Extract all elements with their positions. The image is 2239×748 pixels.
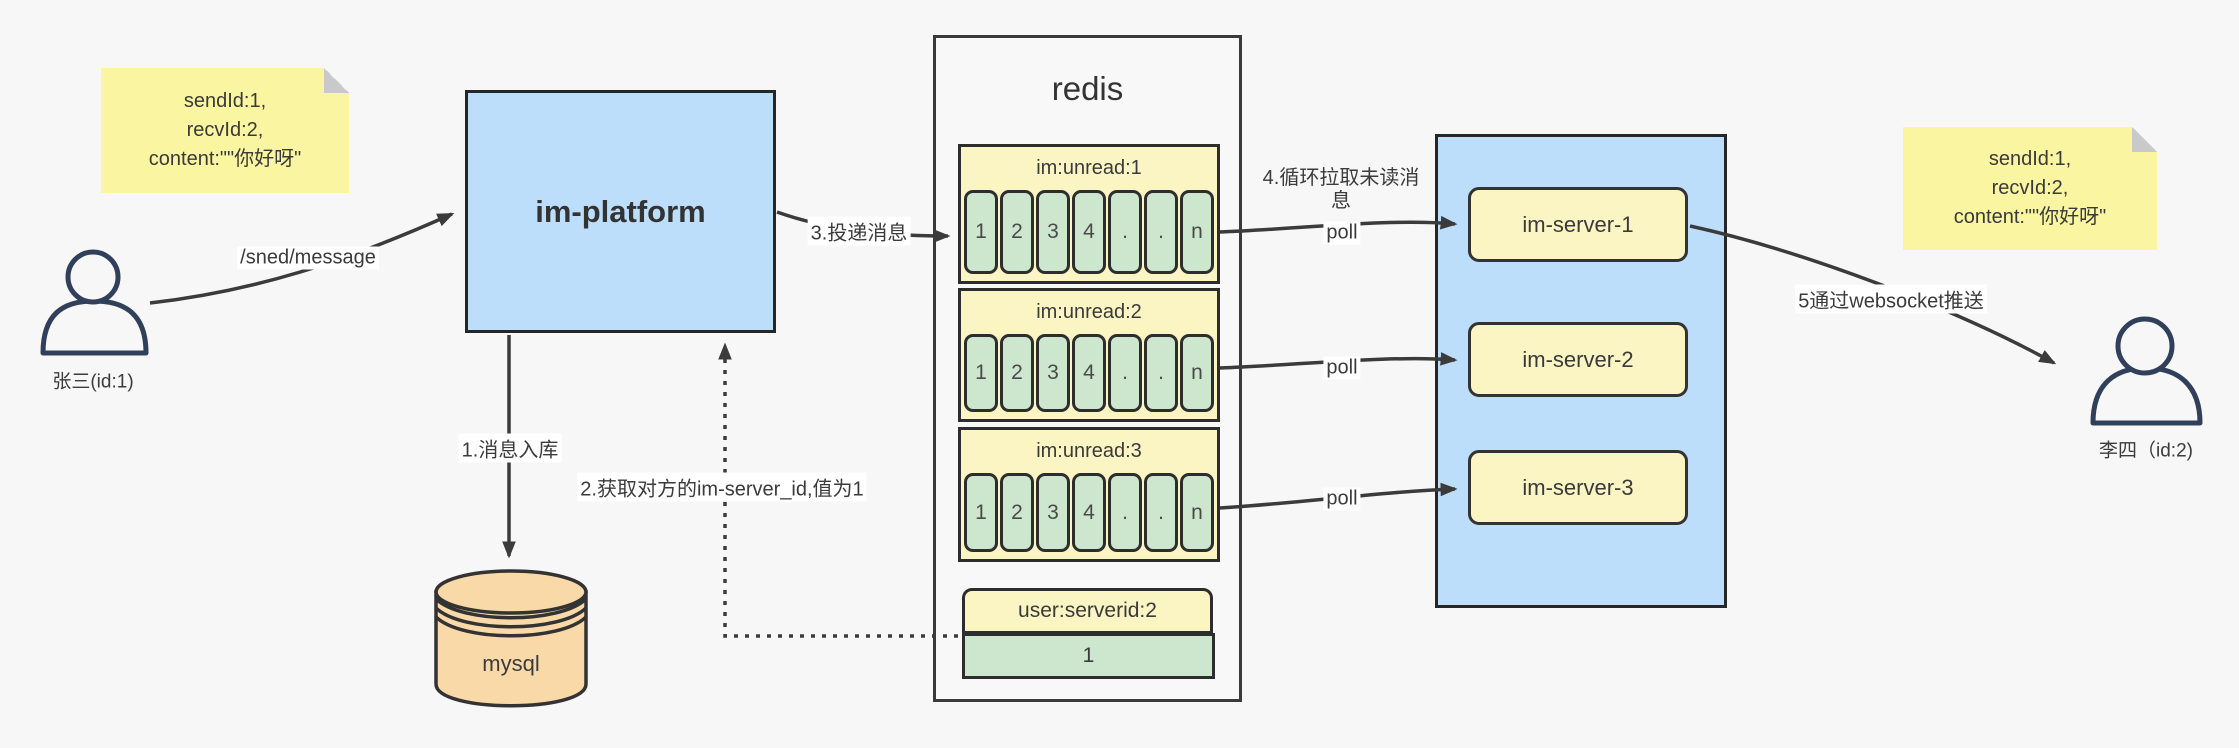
edge-label-poll-2: poll (1323, 356, 1361, 380)
sticky-note-left: sendId:1,recvId:2,content:""你好呀" (101, 68, 349, 193)
queue-cell: n (1180, 473, 1214, 552)
im-server-3-box: im-server-3 (1468, 450, 1688, 525)
queue-cell: . (1108, 473, 1142, 552)
sticky-note-left-text: sendId:1,recvId:2,content:""你好呀" (148, 90, 302, 170)
im-platform-box: im-platform (465, 90, 776, 333)
edge-label-poll-3: poll (1323, 487, 1361, 511)
database-cylinder-icon (434, 569, 588, 708)
queue-header: im:unread:3 (1036, 440, 1142, 462)
queue-cell: 3 (1036, 473, 1070, 552)
edge-label-step4: 4.循环拉取未读消息 (1262, 167, 1420, 212)
edge-label-send: /sned/message (237, 246, 379, 270)
queue-cell: n (1180, 190, 1214, 274)
queue-cell: . (1108, 190, 1142, 274)
folded-corner-icon (324, 68, 349, 93)
queue-cell: 4 (1072, 334, 1106, 412)
queue-header: im:unread:1 (1036, 157, 1142, 179)
sticky-note-right: sendId:1,recvId:2,content:""你好呀" (1903, 127, 2157, 250)
queue-cell: . (1108, 334, 1142, 412)
im-platform-label: im-platform (535, 193, 706, 229)
kv-header: user:serverid:2 (962, 588, 1213, 634)
mysql-label: mysql (482, 651, 540, 676)
folded-corner-icon (2132, 127, 2157, 152)
kv-value: 1 (962, 633, 1215, 679)
queue-cell: . (1144, 334, 1178, 412)
queue-cell: 4 (1072, 190, 1106, 274)
sender-label: 张三(id:1) (52, 371, 134, 393)
queue-cell: 1 (964, 473, 998, 552)
edge-label-step3: 3.投递消息 (807, 216, 911, 246)
im-server-1-box: im-server-1 (1468, 187, 1688, 262)
queue-cell: 3 (1036, 334, 1070, 412)
queue-cell: 1 (964, 190, 998, 274)
queue-cells: 1 2 3 4 . . n (961, 473, 1217, 559)
redis-title: redis (1051, 70, 1124, 107)
queue-cell: 2 (1000, 334, 1034, 412)
queue-cell: 4 (1072, 473, 1106, 552)
queue-cell: 2 (1000, 473, 1034, 552)
receiver-label: 李四（id:2) (2099, 440, 2193, 462)
redis-queue-unread-3: im:unread:3 1 2 3 4 . . n (958, 427, 1220, 562)
edge-label-step5: 5通过websocket推送 (1795, 284, 1987, 314)
user-icon-receiver (2090, 316, 2203, 426)
queue-cell: . (1144, 473, 1178, 552)
queue-cells: 1 2 3 4 . . n (961, 190, 1217, 281)
edge-label-poll-1: poll (1323, 221, 1361, 245)
queue-cell: . (1144, 190, 1178, 274)
queue-header: im:unread:2 (1036, 301, 1142, 323)
queue-cell: 3 (1036, 190, 1070, 274)
user-icon-sender (40, 249, 149, 356)
queue-cells: 1 2 3 4 . . n (961, 334, 1217, 419)
queue-cell: 1 (964, 334, 998, 412)
redis-queue-unread-2: im:unread:2 1 2 3 4 . . n (958, 288, 1220, 422)
queue-cell: n (1180, 334, 1214, 412)
sticky-note-right-text: sendId:1,recvId:2,content:""你好呀" (1953, 148, 2107, 228)
im-server-2-box: im-server-2 (1468, 322, 1688, 397)
edge-label-step1: 1.消息入库 (458, 433, 562, 463)
redis-queue-unread-1: im:unread:1 1 2 3 4 . . n (958, 144, 1220, 284)
edge-label-step2: 2.获取对方的im-server_id,值为1 (577, 472, 867, 502)
queue-cell: 2 (1000, 190, 1034, 274)
